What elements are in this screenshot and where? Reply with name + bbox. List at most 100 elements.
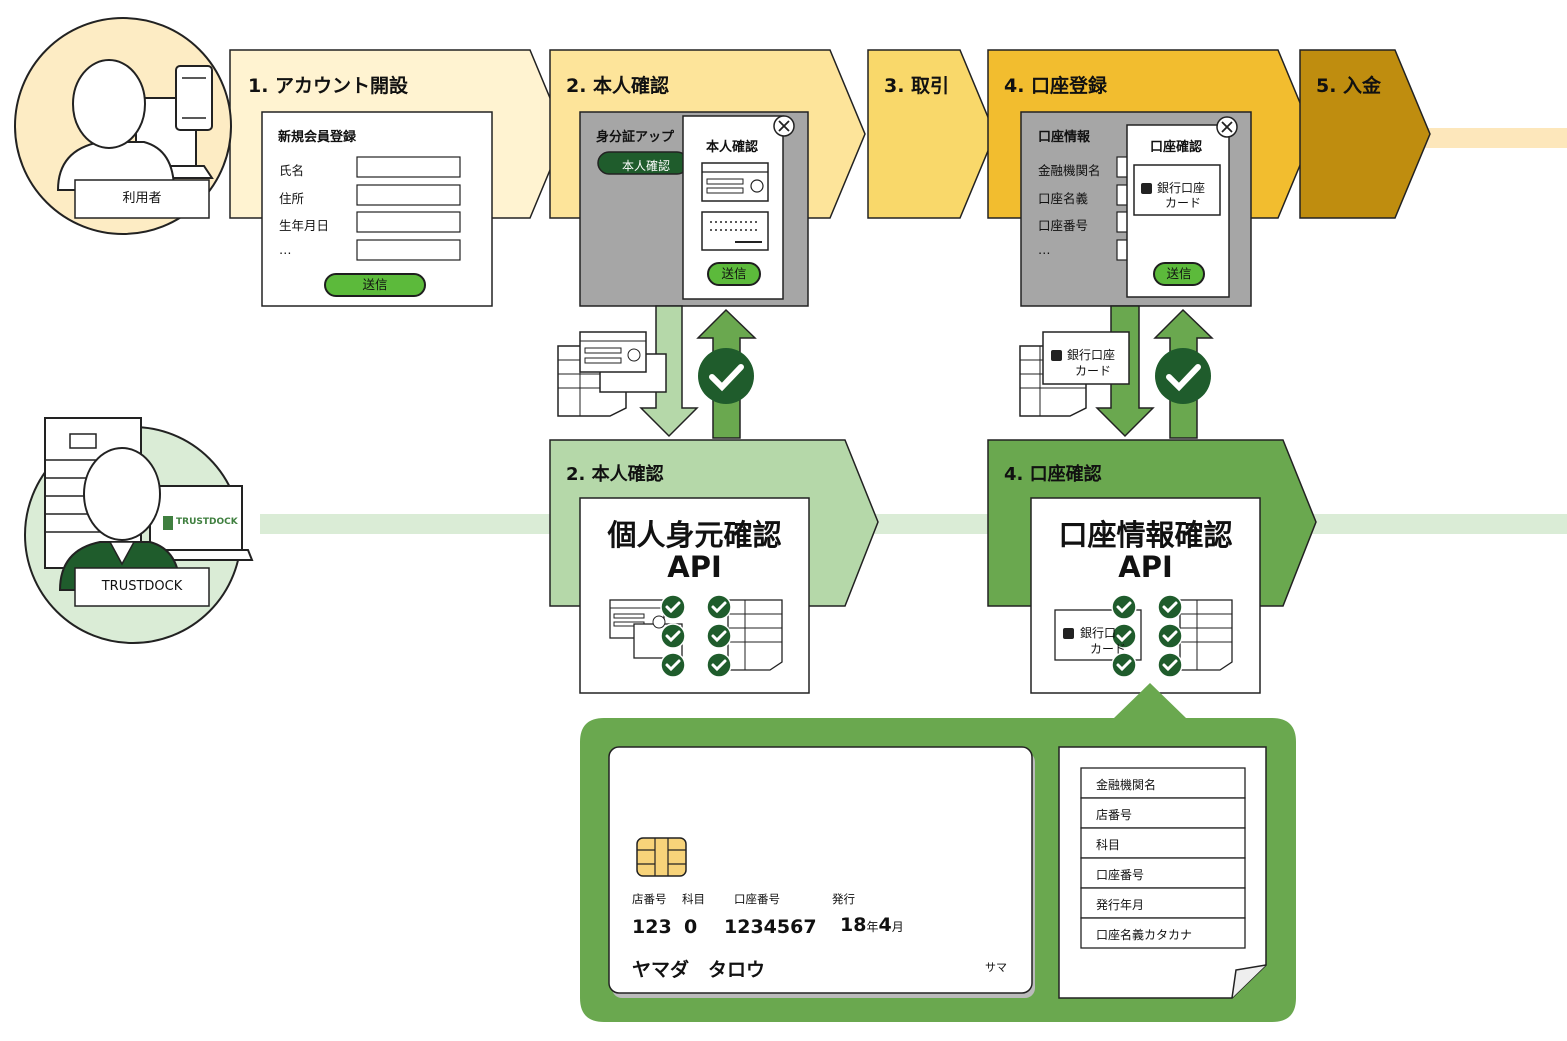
id-app-pill: 本人確認	[622, 159, 671, 173]
doc-row-bank: 金融機関名	[1096, 778, 1157, 792]
api1-title-line2: API	[667, 550, 722, 584]
card-label-branch: 店番号	[632, 892, 667, 906]
check-icon	[1111, 652, 1137, 678]
field-label-name: 氏名	[279, 163, 305, 178]
month-unit: 月	[891, 920, 904, 934]
check-icon	[698, 348, 754, 404]
smartphone-icon	[175, 65, 213, 131]
document-row-box	[1080, 767, 1246, 799]
bank-note-line1: 銀行口座	[1067, 348, 1116, 362]
check-icon	[706, 652, 732, 678]
top-timeline-band	[1420, 128, 1567, 148]
check-icon	[660, 594, 686, 620]
document-rows	[1080, 767, 1246, 949]
doc-row-number: 口座番号	[1096, 868, 1145, 882]
modal-card-line2: カード	[1165, 196, 1202, 210]
trustdock-stage-2-title: 2. 本人確認	[566, 464, 664, 485]
uploaded-documents-icon	[557, 331, 667, 417]
doc-row-issued: 発行年月	[1096, 898, 1145, 912]
stage-2-title: 2. 本人確認	[566, 75, 670, 97]
check-icon	[1111, 623, 1137, 649]
id-app-title: 身分証アップ	[596, 130, 675, 145]
card-value-branch: 123	[632, 916, 672, 938]
api2-title-line2: API	[1118, 550, 1173, 584]
api2-title-line1: 口座情報確認	[1058, 518, 1233, 552]
id-card-icon	[701, 162, 769, 202]
api2-card-line1: 銀行口	[1080, 626, 1117, 640]
trustdock-logo-text: TRUSTDOCK	[176, 517, 238, 527]
card-value-type: 0	[684, 916, 698, 938]
stage-5-chevron	[1299, 49, 1431, 219]
check-icon	[660, 623, 686, 649]
api1-check-icons	[660, 594, 732, 678]
bottom-timeline-band	[260, 514, 1567, 534]
check-icon	[660, 652, 686, 678]
user-person-icon	[56, 141, 176, 191]
check-icon	[706, 623, 732, 649]
stage-5-title: 5. 入金	[1316, 75, 1382, 97]
trustdock-logo-icon	[163, 516, 173, 530]
field-label-number: 口座番号	[1038, 218, 1089, 233]
id-card-back-icon	[701, 211, 769, 251]
card-value-issued: 18年4月	[840, 916, 904, 935]
stage-3-chevron	[867, 49, 996, 219]
api1-title-line1: 個人身元確認	[607, 518, 782, 552]
stage-1-title: 1. アカウント開設	[248, 75, 409, 97]
card-value-number: 1234567	[724, 916, 817, 938]
document-row-box	[1080, 887, 1246, 919]
card-label-number: 口座番号	[734, 892, 780, 906]
document-row-box	[1080, 797, 1246, 829]
doc-row-type: 科目	[1096, 838, 1121, 852]
trustdock-actor	[24, 417, 254, 644]
year-unit: 年	[866, 920, 879, 934]
card-holder-name: ヤマダ タロウ	[632, 959, 766, 981]
uploaded-bank-docs-icon	[1019, 331, 1130, 417]
check-icon	[1155, 348, 1211, 404]
bank-note-line2: カード	[1075, 364, 1112, 378]
check-icon	[1111, 594, 1137, 620]
issued-month: 4	[878, 914, 892, 936]
check-icon	[706, 594, 732, 620]
check-icon	[1157, 594, 1183, 620]
trustdock-label: TRUSTDOCK	[101, 579, 183, 594]
check-icon	[1157, 623, 1183, 649]
id-modal-title: 本人確認	[706, 140, 759, 155]
check-icon	[1157, 652, 1183, 678]
upload-arrow-down	[639, 305, 699, 438]
ic-chip-icon	[636, 837, 687, 877]
stage-4-title: 4. 口座登録	[1004, 75, 1108, 97]
id-modal	[682, 115, 784, 300]
id-submit-button[interactable]: 送信	[707, 262, 761, 286]
field-label-bank: 金融機関名	[1038, 163, 1101, 178]
signup-form-title: 新規会員登録	[278, 130, 357, 145]
user-label: 利用者	[122, 191, 162, 206]
doc-row-holder-kana: 口座名義カタカナ	[1096, 928, 1193, 942]
modal-card-line1: 銀行口座	[1157, 181, 1206, 195]
card-label-issued: 発行	[832, 892, 855, 906]
account-submit-button[interactable]: 送信	[1153, 262, 1205, 286]
card-label-type: 科目	[682, 892, 705, 906]
user-label-box	[74, 179, 210, 219]
field-label-address: 住所	[279, 191, 305, 206]
field-label-more: …	[279, 242, 292, 257]
document-row-box	[1080, 827, 1246, 859]
account-form-title: 口座情報	[1038, 130, 1091, 145]
api2-card-line2: カード	[1090, 642, 1127, 656]
trustdock-label-box	[74, 567, 210, 607]
trustdock-stage-4-title: 4. 口座確認	[1004, 464, 1102, 485]
issued-year: 18	[840, 914, 867, 936]
field-label-more: …	[1038, 242, 1051, 257]
document-row-box	[1080, 917, 1246, 949]
card-honorific: サマ	[985, 961, 1007, 974]
signup-submit-button[interactable]: 送信	[324, 273, 426, 297]
bank-card-detail	[608, 746, 1033, 994]
api2-check-icons	[1111, 594, 1183, 678]
stage-3-title: 3. 取引	[884, 75, 950, 97]
document-row-box	[1080, 857, 1246, 889]
verified-id-docs-icon	[609, 599, 783, 671]
field-label-birthdate: 生年月日	[279, 218, 330, 233]
field-label-holder: 口座名義	[1038, 191, 1089, 206]
doc-row-branch: 店番号	[1096, 808, 1133, 822]
